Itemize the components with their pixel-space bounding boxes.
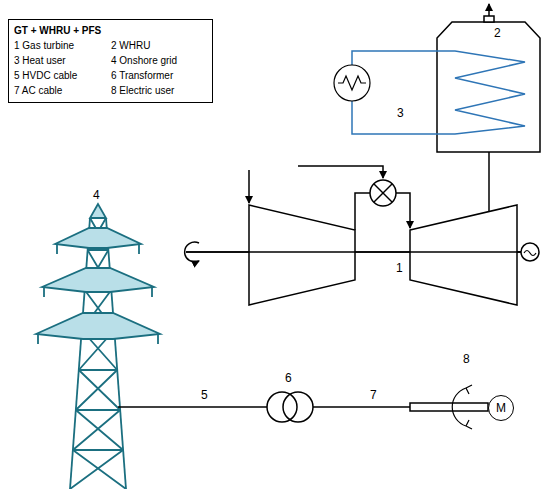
legend-entry: 1 Gas turbine: [14, 38, 111, 53]
whru-vessel: [437, 4, 540, 216]
electric-line: [118, 385, 488, 429]
motor-circle: M: [488, 395, 514, 421]
gas-turbine-symbol: [185, 166, 539, 305]
legend-entry: 5 HVDC cable: [14, 68, 111, 83]
heat-loop: [352, 51, 525, 134]
motor-letter: M: [496, 401, 506, 415]
legend-entry: 7 AC cable: [14, 83, 111, 98]
callout-number: 6: [284, 371, 293, 385]
legend-entry: 2 WHRU: [111, 38, 206, 53]
legend-entry: 8 Electric user: [111, 83, 206, 98]
legend-box: GT + WHRU + PFS1 Gas turbine2 WHRU3 Heat…: [8, 19, 213, 103]
legend-title: GT + WHRU + PFS: [14, 23, 206, 38]
legend-entry: 6 Transformer: [111, 68, 206, 83]
callout-number: 4: [92, 188, 101, 202]
callout-number: 7: [369, 388, 378, 402]
callout-number: 5: [200, 388, 209, 402]
heat-user-symbol: [334, 65, 370, 101]
callout-number: 8: [462, 352, 471, 366]
legend-entry: 4 Onshore grid: [111, 53, 206, 68]
legend-entry: 3 Heat user: [14, 53, 111, 68]
transmission-tower: [36, 204, 160, 489]
callout-number: 1: [395, 261, 404, 275]
callout-number: 2: [493, 26, 502, 40]
callout-number: 3: [396, 106, 405, 120]
